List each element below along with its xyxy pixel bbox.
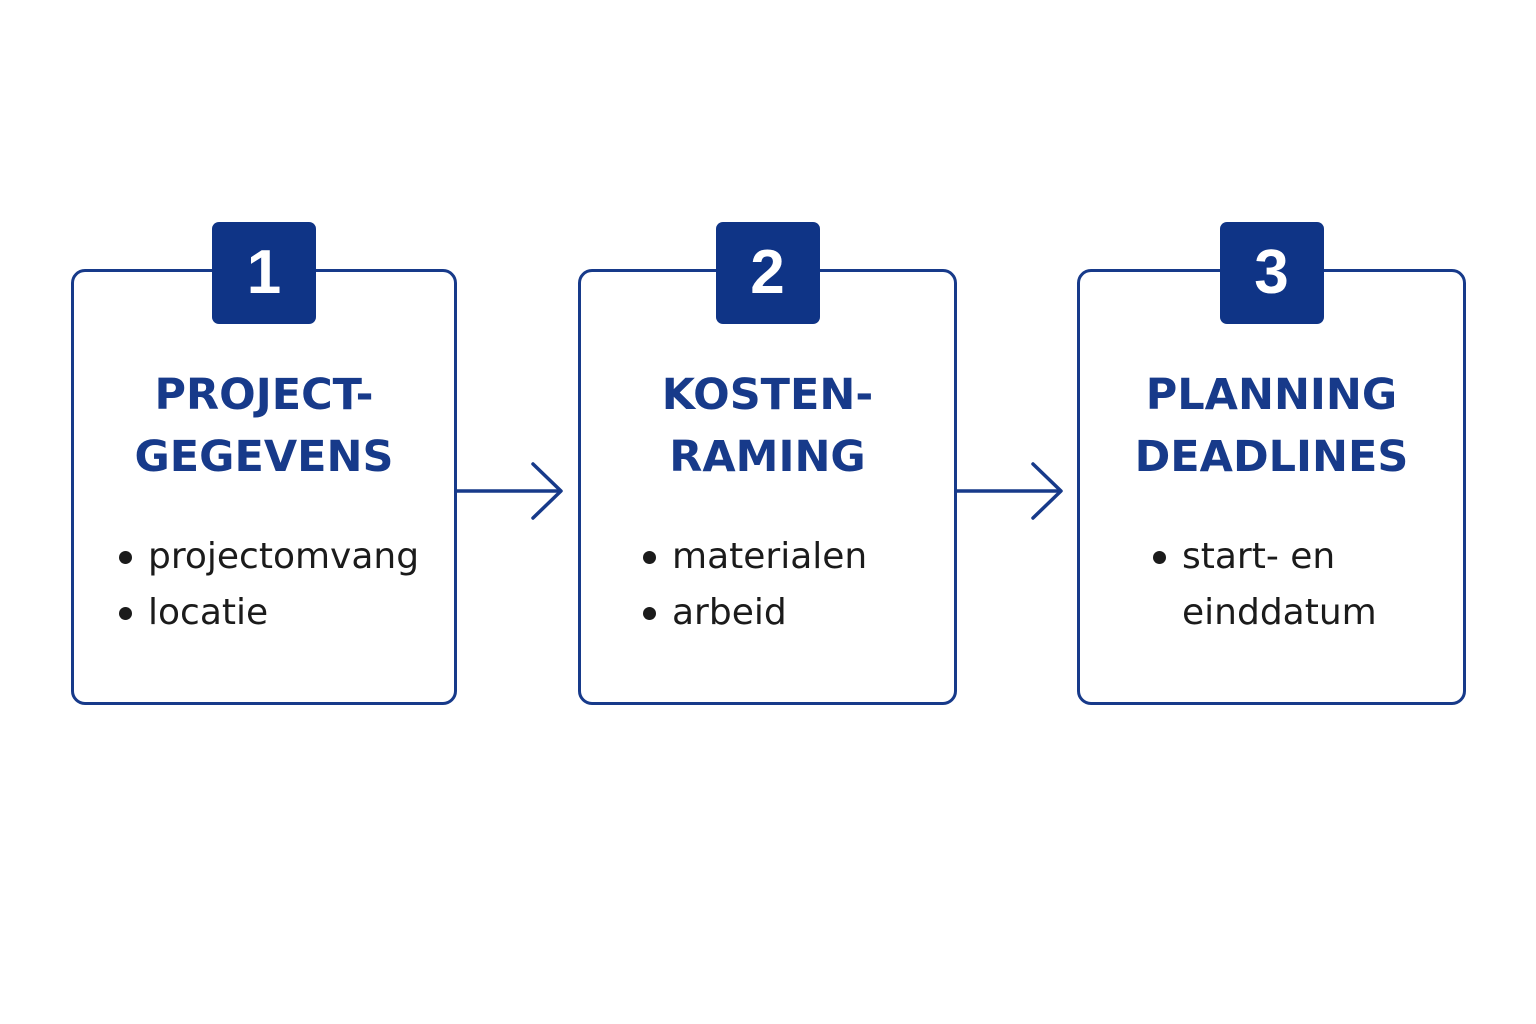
arrow-right-icon xyxy=(955,462,1063,520)
step-title: PROJECT- GEGEVENS xyxy=(74,364,454,488)
step-title-line: PLANNING xyxy=(1145,370,1398,420)
step-title: KOSTEN- RAMING xyxy=(581,364,954,488)
bullet-dot-icon xyxy=(1153,551,1166,564)
bullet-list: start- en einddatum xyxy=(1150,529,1377,641)
list-item-text: materialen xyxy=(672,536,868,577)
list-item: start- en einddatum xyxy=(1150,529,1377,641)
bullet-dot-icon xyxy=(643,551,656,564)
list-item: materialen xyxy=(640,529,867,585)
bullet-dot-icon xyxy=(119,551,132,564)
step-number-badge: 3 xyxy=(1219,222,1324,324)
step-title-line: KOSTEN- xyxy=(661,370,874,420)
list-item-text: projectomvang xyxy=(148,536,420,577)
step-number-badge: 2 xyxy=(715,222,820,324)
list-item: projectomvang xyxy=(116,529,419,585)
step-title: PLANNING DEADLINES xyxy=(1080,364,1463,488)
bullet-list: projectomvang locatie xyxy=(116,529,419,641)
step-number-badge: 1 xyxy=(212,222,316,324)
step-title-line: DEADLINES xyxy=(1134,432,1409,482)
list-item-text: arbeid xyxy=(672,592,787,633)
step-card-3: 3 PLANNING DEADLINES start- en einddatum xyxy=(1077,222,1466,705)
step-title-line: RAMING xyxy=(669,432,866,482)
step-title-line: PROJECT- xyxy=(154,370,374,420)
bullet-list: materialen arbeid xyxy=(640,529,867,641)
bullet-dot-icon xyxy=(119,607,132,620)
bullet-dot-icon xyxy=(643,607,656,620)
step-title-line: GEGEVENS xyxy=(134,432,394,482)
arrow-right-icon xyxy=(455,462,563,520)
step-card-2: 2 KOSTEN- RAMING materialen arbeid xyxy=(578,222,957,705)
list-item-text: locatie xyxy=(148,592,269,633)
step-card-1: 1 PROJECT- GEGEVENS projectomvang locati… xyxy=(71,222,457,705)
list-item: arbeid xyxy=(640,585,867,641)
list-item-text: start- en einddatum xyxy=(1182,536,1377,633)
list-item: locatie xyxy=(116,585,419,641)
